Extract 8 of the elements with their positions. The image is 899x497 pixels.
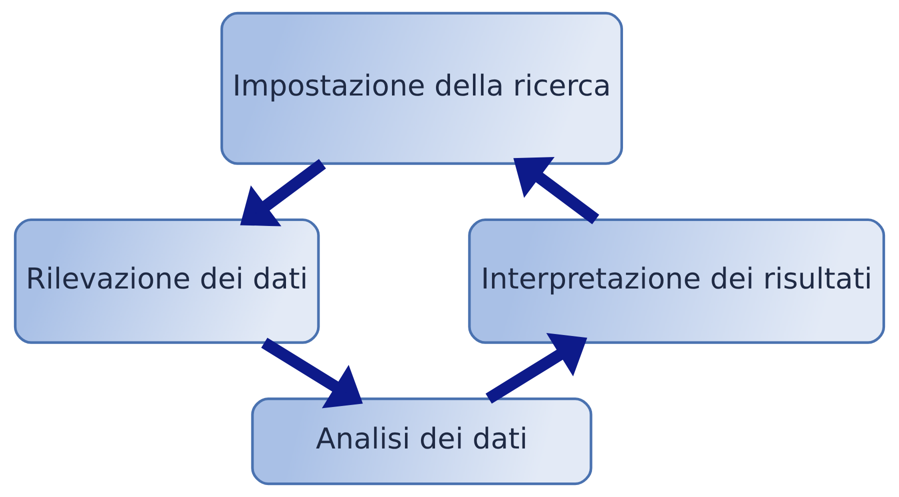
arrow xyxy=(513,157,600,224)
node-box: Interpretazione dei risultati xyxy=(468,218,886,344)
arrow xyxy=(261,338,363,408)
arrow xyxy=(240,159,326,226)
node-box: Rilevazione dei dati xyxy=(14,218,320,344)
node-box: Analisi dei dati xyxy=(251,398,592,486)
node-box: Impostazione della ricerca xyxy=(220,12,624,165)
arrow xyxy=(486,333,588,404)
